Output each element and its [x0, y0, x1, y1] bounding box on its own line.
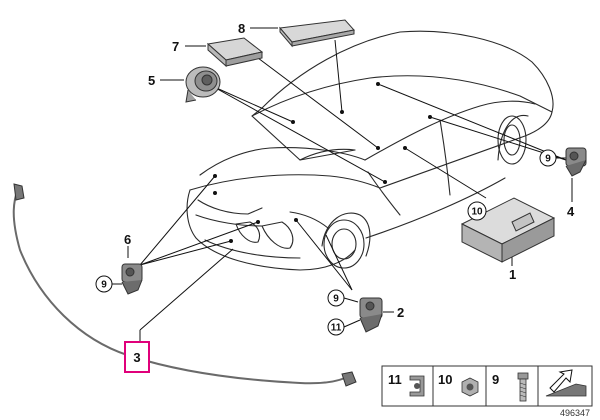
callout-labels: 8 7 5 4 1 6 2	[124, 21, 575, 320]
callout-4: 4	[567, 204, 575, 219]
svg-text:11: 11	[388, 372, 402, 387]
svg-text:9: 9	[333, 294, 339, 305]
part-5-sounder	[185, 66, 221, 103]
clip-nut-icon	[409, 375, 425, 397]
legend-item-10: 10	[438, 372, 479, 397]
attachment-points	[213, 82, 432, 243]
catalog-number: 496347	[560, 408, 590, 418]
circled-callout-9-rear: 9	[539, 149, 557, 167]
callout-7: 7	[172, 39, 179, 54]
highlighted-callout-3[interactable]: 3	[124, 341, 150, 373]
svg-text:10: 10	[471, 207, 483, 218]
svg-text:9: 9	[492, 372, 499, 387]
part-4-sensor	[565, 147, 587, 177]
callout-6: 6	[124, 232, 131, 247]
callout-1: 1	[509, 267, 516, 282]
part-1-airbag-control-unit	[460, 197, 556, 263]
part-7-module	[206, 37, 264, 68]
svg-text:10: 10	[438, 372, 452, 387]
svg-text:9: 9	[101, 280, 107, 291]
callout-8: 8	[238, 21, 245, 36]
legend-item-11: 11	[388, 372, 425, 397]
part-2-sensor	[359, 297, 383, 333]
legend-item-9: 9	[492, 372, 529, 402]
circled-callout-9-bumper: 9	[327, 289, 345, 307]
circled-callout-9-front: 9	[95, 275, 113, 293]
part-3-cable	[12, 183, 357, 387]
circled-callout-10: 10	[467, 201, 487, 221]
part-6-sensor	[121, 263, 143, 295]
callout-2: 2	[397, 305, 404, 320]
callout-5: 5	[148, 73, 155, 88]
car-outline-drawing	[186, 30, 554, 271]
svg-text:3: 3	[133, 350, 140, 365]
hex-flange-nut-icon	[461, 377, 479, 397]
screw-icon	[517, 372, 529, 402]
svg-text:9: 9	[545, 154, 551, 165]
circled-callout-11: 11	[327, 318, 345, 336]
svg-text:11: 11	[331, 323, 342, 334]
arrow-to-part-icon	[545, 369, 587, 397]
fastener-legend: 11 10 9	[381, 365, 593, 407]
part-8-control-unit	[279, 19, 355, 48]
